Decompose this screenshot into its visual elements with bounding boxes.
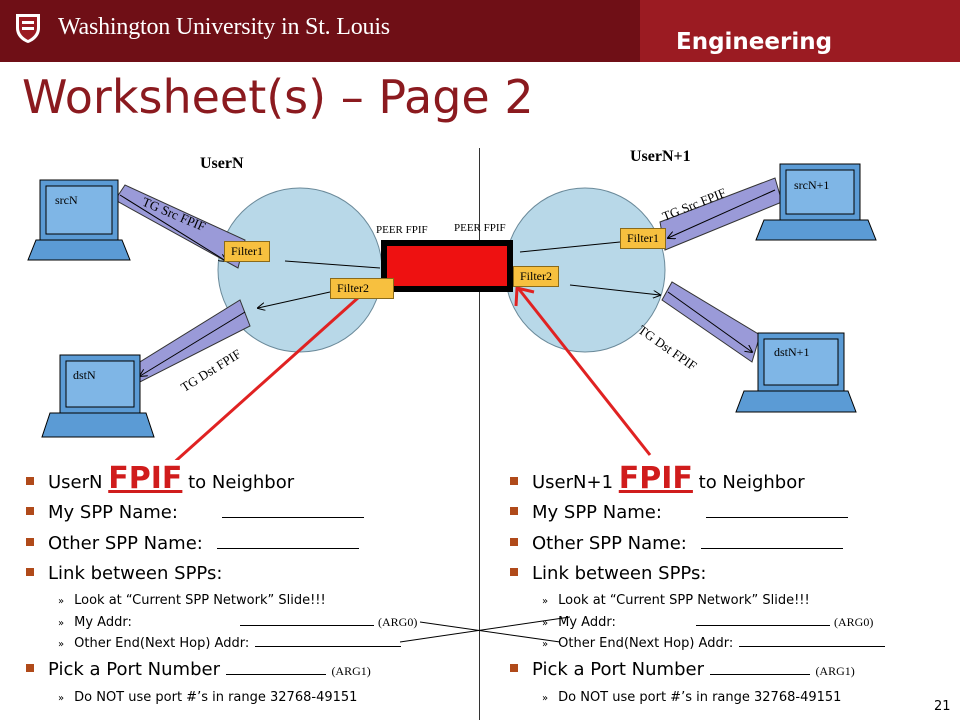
- left-fpif-arrow: [174, 278, 380, 460]
- left-filter1-line: [284, 260, 381, 269]
- left-filter1-box: Filter1: [224, 241, 270, 262]
- right-look-subbullet: »Look at “Current SPP Network” Slide!!!: [542, 593, 810, 608]
- left-my-spp-bullet: My SPP Name:: [26, 502, 364, 523]
- left-fpif-word: FPIF: [108, 461, 183, 496]
- right-my-spp-blank[interactable]: [705, 517, 848, 518]
- left-dst-arrow: [140, 311, 246, 376]
- right-fpif-word: FPIF: [618, 461, 693, 496]
- left-link-bullet: Link between SPPs:: [26, 563, 222, 584]
- department-name: Engineering: [676, 29, 833, 55]
- dstn-label: dstN: [73, 368, 96, 382]
- left-pick-port-bullet: Pick a Port Number (ARG1): [26, 659, 371, 680]
- left-other-end-blank[interactable]: [255, 646, 402, 647]
- left-other-end-subbullet: »Other End(Next Hop) Addr:: [58, 636, 402, 651]
- peer-link-router-fill: [387, 246, 507, 286]
- right-link-bullet: Link between SPPs:: [510, 563, 706, 584]
- left-filter2-line: [258, 291, 331, 308]
- left-look-subbullet: »Look at “Current SPP Network” Slide!!!: [58, 593, 326, 608]
- left-src-pipe: [114, 184, 246, 269]
- right-src-arrow: [668, 189, 776, 238]
- right-dst-arrow: [667, 291, 752, 352]
- left-my-addr-subbullet: »My Addr: (ARG0): [58, 615, 418, 630]
- university-name: Washington University in St. Louis: [58, 14, 390, 40]
- left-heading-bullet: UserN FPIF to Neighbor: [26, 461, 294, 496]
- university-crest-icon: [16, 14, 40, 43]
- right-do-not-subbullet: »Do NOT use port #’s in range 32768-4915…: [542, 690, 842, 705]
- left-peer-fpif-label: PEER FPIF: [376, 224, 428, 236]
- cross-line-b: [399, 616, 571, 643]
- column-divider: [479, 148, 480, 720]
- right-peer-fpif-label: PEER FPIF: [454, 222, 506, 234]
- srcn1-label: srcN+1: [794, 178, 830, 192]
- left-my-spp-blank[interactable]: [221, 517, 364, 518]
- right-pick-port-bullet: Pick a Port Number (ARG1): [510, 659, 855, 680]
- right-port-blank[interactable]: [709, 674, 810, 675]
- left-other-spp-blank[interactable]: [216, 548, 359, 549]
- right-my-addr-blank[interactable]: [695, 625, 830, 626]
- dstn1-label: dstN+1: [774, 345, 810, 359]
- right-filter1-box: Filter1: [620, 228, 666, 249]
- left-my-addr-blank[interactable]: [239, 625, 374, 626]
- cross-line-a: [419, 621, 561, 643]
- right-filter1-line: [519, 241, 621, 253]
- srcn-computer-icon: [27, 179, 131, 261]
- right-other-spp-blank[interactable]: [700, 548, 843, 549]
- dstn1-computer-icon: [735, 332, 857, 413]
- left-filter2-box: Filter2: [330, 278, 394, 299]
- right-fpif-arrow: [516, 287, 652, 456]
- left-do-not-subbullet: »Do NOT use port #’s in range 32768-4915…: [58, 690, 358, 705]
- header-bar-dark: [0, 0, 640, 62]
- right-other-spp-bullet: Other SPP Name:: [510, 533, 843, 554]
- dstn-computer-icon: [41, 354, 155, 438]
- right-other-end-blank[interactable]: [739, 646, 886, 647]
- srcn-label: srcN: [55, 193, 78, 207]
- slide-title: Worksheet(s) – Page 2: [22, 70, 534, 124]
- srcn1-computer-icon: [755, 163, 877, 241]
- usern1-title: UserN+1: [630, 148, 691, 165]
- right-other-end-subbullet: »Other End(Next Hop) Addr:: [542, 636, 886, 651]
- left-other-spp-bullet: Other SPP Name:: [26, 533, 359, 554]
- left-src-arrow: [119, 194, 226, 261]
- right-fpif-arrowhead: [514, 286, 535, 307]
- right-my-addr-subbullet: »My Addr: (ARG0): [542, 615, 874, 630]
- right-my-spp-bullet: My SPP Name:: [510, 502, 848, 523]
- page-number: 21: [934, 699, 951, 714]
- left-port-blank[interactable]: [225, 674, 326, 675]
- right-filter2-box: Filter2: [513, 266, 559, 287]
- right-filter2-line: [569, 284, 660, 295]
- usern-title: UserN: [200, 155, 244, 172]
- right-heading-bullet: UserN+1 FPIF to Neighbor: [510, 461, 805, 496]
